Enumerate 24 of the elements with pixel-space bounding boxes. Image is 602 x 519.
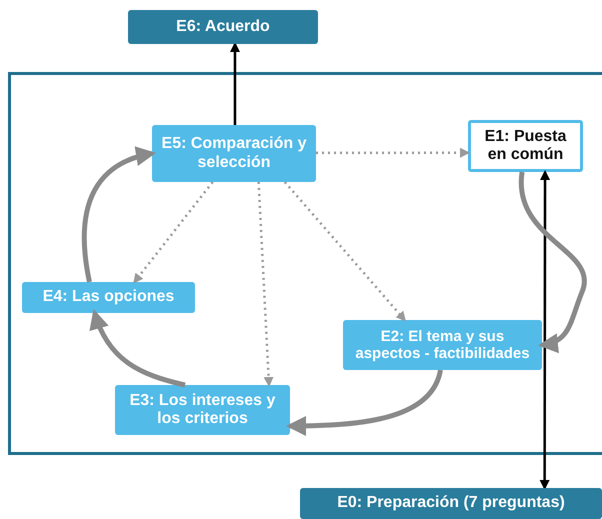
arrow [257,182,274,387]
node-text: E5: Comparación y selección [160,135,308,172]
node-text: E6: Acuerdo [175,18,271,36]
process-box [128,10,318,44]
arrow [230,42,240,125]
arrow [133,181,214,284]
process-box [22,282,195,313]
process-box [300,488,602,519]
frame-border [8,72,602,455]
arrow [82,147,156,282]
node-text: E0: Preparación (7 preguntas) [336,494,566,513]
arrow [90,309,186,388]
node-text: E4: Las opciones [42,288,176,307]
node-text: E3: Los intereses y los criterios [128,392,276,428]
process-box [468,120,583,172]
arrow [518,172,587,352]
arrow [284,181,406,322]
node-text: E1: Puesta en común [484,128,568,164]
process-box [115,385,290,435]
process-box [152,125,316,182]
node-text: E2: El tema y sus aspectos - factibilidades [354,328,531,362]
process-box [343,320,542,370]
arrow [540,170,550,490]
arrow [316,148,470,158]
